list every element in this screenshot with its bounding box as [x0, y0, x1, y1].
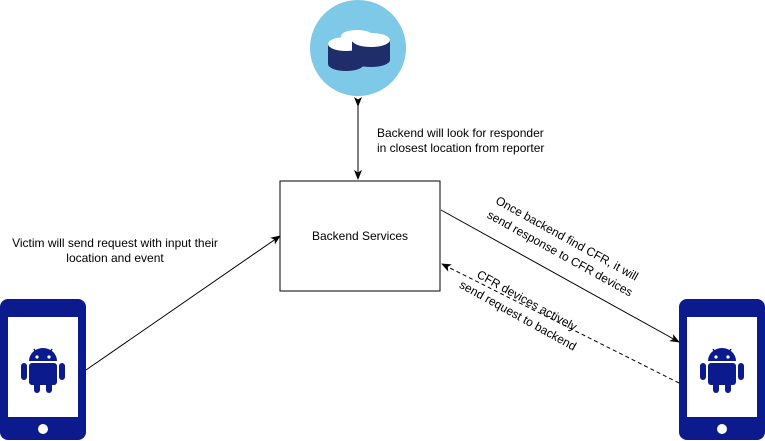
backend-services-label: Backend Services — [312, 229, 408, 243]
victim-request-arrow — [85, 235, 281, 371]
victim-label-line2: location and event — [66, 251, 164, 265]
cfr-phone-icon — [679, 299, 765, 440]
victim-label-line1: Victim will send request with input thei… — [12, 236, 218, 250]
cfr-request-arrow — [441, 263, 680, 384]
victim-phone-icon — [0, 299, 86, 440]
lookup-label-line2: in closest location from reporter — [377, 141, 544, 155]
backend-services-box: Backend Services — [279, 180, 441, 292]
cloud-database-icon — [310, 0, 406, 96]
response-arrow — [440, 209, 680, 343]
android-icon — [700, 348, 744, 393]
lookup-label-line1: Backend will look for responder — [377, 126, 544, 140]
response-label-line1: Once backend find CFR, it will — [493, 193, 640, 283]
android-icon — [21, 348, 65, 393]
